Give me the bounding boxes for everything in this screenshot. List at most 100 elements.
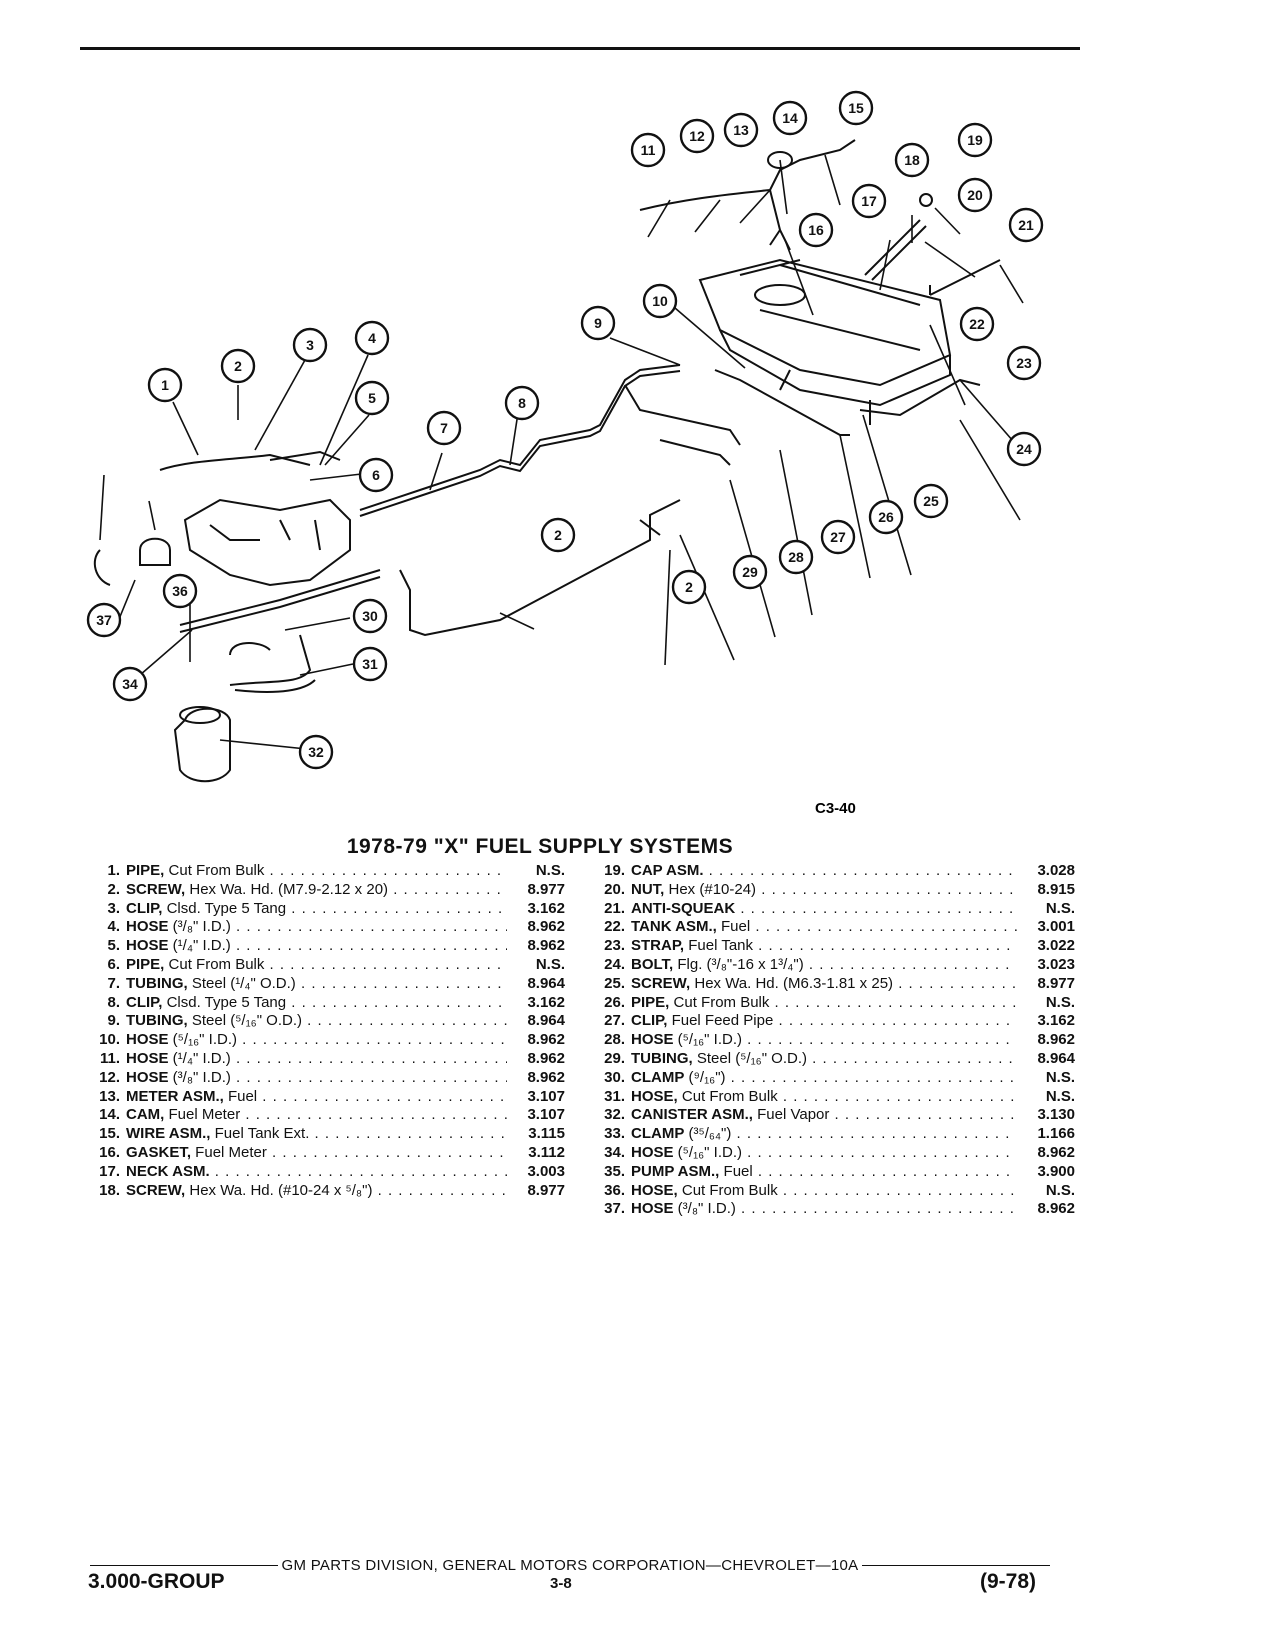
part-detail: Fuel xyxy=(719,1162,753,1180)
part-row: 6.PIPE, Cut From BulkN.S. xyxy=(80,956,565,975)
part-detail: (⁹/₁₆") xyxy=(684,1068,726,1086)
part-detail: Steel (⁵/₁₆" O.D.) xyxy=(187,1012,303,1030)
callout-10: 10 xyxy=(652,293,668,309)
callout-24: 24 xyxy=(1016,441,1032,457)
part-number: 29. xyxy=(604,1049,625,1067)
part-row: 14.CAM, Fuel Meter3.107 xyxy=(80,1106,565,1125)
part-name: HOSE xyxy=(126,1031,169,1049)
group-code: 3.900 xyxy=(1037,1162,1075,1180)
part-number: 26. xyxy=(604,993,625,1011)
part-name: TUBING, xyxy=(126,1012,188,1030)
part-name: HOSE xyxy=(631,1031,674,1049)
callout-19: 19 xyxy=(967,132,983,148)
part-row: 23.STRAP, Fuel Tank3.022 xyxy=(585,937,1075,956)
callout-14: 14 xyxy=(782,110,798,126)
part-row: 21.ANTI-SQUEAKN.S. xyxy=(585,900,1075,919)
parts-list-left: 1.PIPE, Cut From BulkN.S.2.SCREW, Hex Wa… xyxy=(80,862,565,1200)
part-number: 34. xyxy=(604,1143,625,1161)
group-code: N.S. xyxy=(535,955,565,973)
part-row: 4.HOSE (³/₈" I.D.)8.962 xyxy=(80,918,565,937)
group-code: 8.962 xyxy=(527,1031,565,1049)
part-description: CAM, Fuel Meter xyxy=(126,1106,507,1125)
part-detail: Cut From Bulk xyxy=(164,955,265,973)
part-detail: (⁵/₁₆" I.D.) xyxy=(673,1143,742,1161)
part-row: 17.NECK ASM.3.003 xyxy=(80,1163,565,1182)
callout-27: 27 xyxy=(830,529,846,545)
part-name: PIPE, xyxy=(631,993,670,1011)
group-number: 3.000-GROUP xyxy=(88,1570,225,1593)
group-code: N.S. xyxy=(1045,899,1075,917)
callout-15: 15 xyxy=(848,100,864,116)
part-number: 7. xyxy=(107,974,120,992)
part-description: SCREW, Hex Wa. Hd. (M6.3-1.81 x 25) xyxy=(631,975,1017,994)
part-detail: Fuel Feed Pipe xyxy=(667,1012,774,1030)
part-row: 7.TUBING, Steel (¹/₄" O.D.)8.964 xyxy=(80,975,565,994)
part-detail: Hex Wa. Hd. (#10-24 x ⁵/₈") xyxy=(185,1181,373,1199)
part-number: 12. xyxy=(99,1068,120,1086)
part-number: 35. xyxy=(604,1162,625,1180)
fuel-pump-drawing xyxy=(139,537,171,566)
part-name: HOSE xyxy=(126,1068,169,1086)
callout-23: 23 xyxy=(1016,355,1032,371)
part-detail: Clsd. Type 5 Tang xyxy=(162,993,287,1011)
fuel-tubing-drawing xyxy=(359,364,681,511)
part-row: 5.HOSE (¹/₄" I.D.)8.962 xyxy=(80,937,565,956)
part-detail: Cut From Bulk xyxy=(677,1181,778,1199)
page-number: 3-8 xyxy=(550,1575,572,1592)
part-description: PUMP ASM., Fuel xyxy=(631,1163,1017,1182)
group-code: N.S. xyxy=(1045,993,1075,1011)
part-row: 22.TANK ASM., Fuel3.001 xyxy=(585,918,1075,937)
parts-list-title: 1978-79 "X" FUEL SUPPLY SYSTEMS xyxy=(346,835,734,858)
callout-20: 20 xyxy=(967,187,983,203)
part-number: 36. xyxy=(604,1181,625,1199)
callout-2: 2 xyxy=(554,527,562,543)
part-row: 36.HOSE, Cut From BulkN.S. xyxy=(585,1182,1075,1201)
part-detail: Fuel Tank xyxy=(684,937,754,955)
callout-3: 3 xyxy=(306,337,314,353)
part-description: PIPE, Cut From Bulk xyxy=(126,956,507,975)
part-description: TUBING, Steel (⁵/₁₆" O.D.) xyxy=(126,1012,507,1031)
part-detail: Fuel Meter xyxy=(164,1106,241,1124)
group-code: N.S. xyxy=(1045,1181,1075,1199)
part-description: CLIP, Fuel Feed Pipe xyxy=(631,1012,1017,1031)
top-rule xyxy=(80,47,1080,50)
part-description: CANISTER ASM., Fuel Vapor xyxy=(631,1106,1017,1125)
part-detail: (³⁵/₆₄") xyxy=(684,1125,732,1143)
part-detail: (⁵/₁₆" I.D.) xyxy=(673,1031,742,1049)
group-code: 3.022 xyxy=(1037,937,1075,955)
part-number: 9. xyxy=(107,1012,120,1030)
callout-31: 31 xyxy=(362,656,378,672)
group-code: 3.112 xyxy=(528,1143,565,1161)
canister-drawing xyxy=(173,707,231,783)
callout-circles xyxy=(86,90,1044,770)
part-row: 2.SCREW, Hex Wa. Hd. (M7.9-2.12 x 20)8.9… xyxy=(80,881,565,900)
part-description: HOSE (⁵/₁₆" I.D.) xyxy=(631,1031,1017,1050)
part-row: 29.TUBING, Steel (⁵/₁₆" O.D.)8.964 xyxy=(585,1050,1075,1069)
part-name: TANK ASM., xyxy=(631,918,717,936)
part-number: 10. xyxy=(99,1031,120,1049)
part-detail: Fuel Meter xyxy=(191,1143,267,1161)
figure-code: C3-40 xyxy=(815,800,856,817)
revision-date: (9-78) xyxy=(980,1570,1037,1593)
part-number: 20. xyxy=(604,880,625,898)
part-description: TANK ASM., Fuel xyxy=(631,918,1017,937)
part-number: 27. xyxy=(604,1012,625,1030)
part-number: 31. xyxy=(604,1087,625,1105)
part-detail: (³/₈" I.D.) xyxy=(168,918,231,936)
group-code: 3.162 xyxy=(527,899,565,917)
part-row: 30.CLAMP (⁹/₁₆")N.S. xyxy=(585,1069,1075,1088)
part-row: 24.BOLT, Flg. (³/₈"-16 x 1³/₄")3.023 xyxy=(585,956,1075,975)
part-number: 15. xyxy=(99,1125,120,1143)
part-description: NECK ASM. xyxy=(126,1163,507,1182)
group-code: 8.964 xyxy=(527,974,565,992)
part-name: HOSE, xyxy=(631,1087,678,1105)
callout-12: 12 xyxy=(689,128,705,144)
part-row: 3.CLIP, Clsd. Type 5 Tang3.162 xyxy=(80,900,565,919)
part-description: CLIP, Clsd. Type 5 Tang xyxy=(126,900,507,919)
part-number: 18. xyxy=(99,1181,120,1199)
part-name: SCREW, xyxy=(631,974,691,992)
part-name: TUBING, xyxy=(126,974,188,992)
callout-11: 11 xyxy=(641,142,656,158)
part-description: GASKET, Fuel Meter xyxy=(126,1144,507,1163)
group-code: 3.162 xyxy=(527,993,565,1011)
